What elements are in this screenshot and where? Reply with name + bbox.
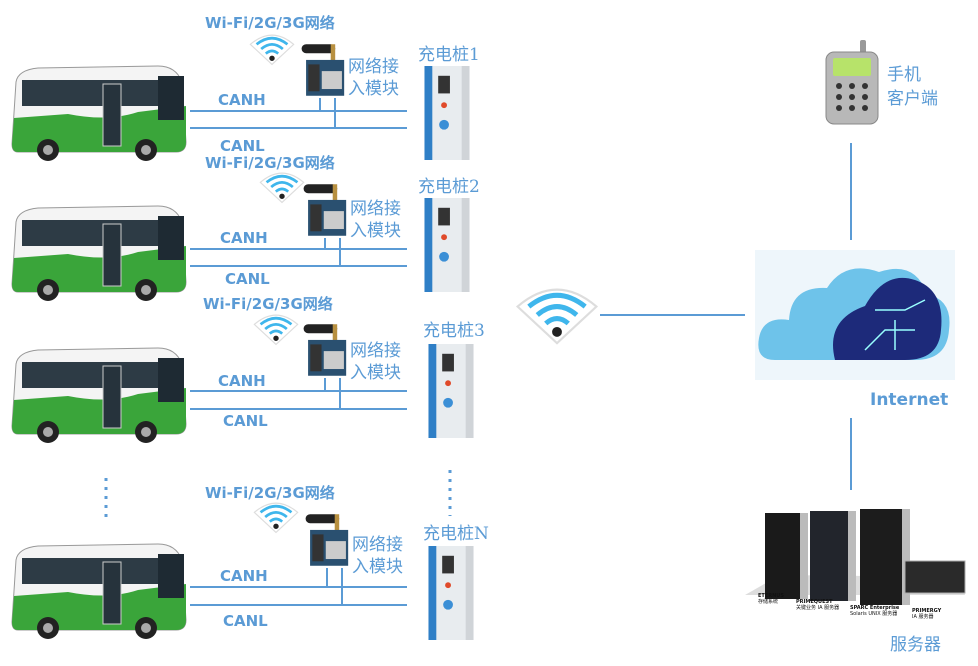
server-desc: IA 服务器 — [912, 614, 934, 620]
server-name: SPARC Enterprise — [850, 605, 900, 611]
server-desc: 关键业务 IA 服务器 — [796, 605, 840, 611]
canl-label: CANL — [225, 270, 270, 288]
server-desc: 存储系统 — [758, 599, 779, 605]
internet-label: Internet — [870, 390, 949, 410]
charger-label: 充电桩2 — [418, 177, 480, 197]
charger-label: 充电桩3 — [423, 321, 485, 341]
canl-label: CANL — [223, 412, 268, 430]
canh-label: CANH — [218, 91, 266, 109]
canl-label: CANL — [220, 137, 265, 155]
module-label-line2: 入模块 — [350, 221, 401, 241]
server-name: ETERNUS — [758, 593, 784, 599]
module-label-line2: 入模块 — [350, 363, 401, 383]
server-caption: SPARC Enterprise Solaris UNIX 服务器 — [850, 605, 899, 617]
module-label-line2: 入模块 — [348, 79, 399, 99]
network-label: Wi-Fi/2G/3G网络 — [205, 484, 335, 502]
canh-label: CANH — [218, 372, 266, 390]
server-caption: ETERNUS 存储系统 — [758, 593, 784, 605]
network-label: Wi-Fi/2G/3G网络 — [205, 154, 335, 172]
canl-label: CANL — [223, 612, 268, 630]
servers-image: ETERNUS 存储系统 PRIMEQUEST 关键业务 IA 服务器 SPAR… — [740, 495, 970, 635]
phone-label-line1: 手机 — [887, 65, 921, 85]
module-label-line1: 网络接 — [352, 535, 403, 555]
phone-label-line2: 客户端 — [887, 89, 938, 109]
module-label-line2: 入模块 — [352, 557, 403, 577]
module-label-line1: 网络接 — [350, 341, 401, 361]
charger-label: 充电桩N — [423, 524, 489, 544]
mobile-phone-icon — [825, 40, 879, 125]
server-caption: PRIMEQUEST 关键业务 IA 服务器 — [796, 599, 839, 611]
server-caption: PRIMERGY IA 服务器 — [912, 608, 941, 620]
server-name: PRIMEQUEST — [796, 599, 833, 605]
module-label-line1: 网络接 — [350, 199, 401, 219]
network-label: Wi-Fi/2G/3G网络 — [203, 295, 333, 313]
server-name: PRIMERGY — [912, 608, 942, 614]
canh-label: CANH — [220, 567, 268, 585]
module-label-line1: 网络接 — [348, 57, 399, 77]
cloud-icon — [755, 250, 955, 380]
server-label: 服务器 — [890, 635, 941, 655]
server-racks-graphic — [745, 509, 966, 605]
server-desc: Solaris UNIX 服务器 — [850, 611, 898, 617]
canh-label: CANH — [220, 229, 268, 247]
charger-label: 充电桩1 — [418, 45, 480, 65]
network-label: Wi-Fi/2G/3G网络 — [205, 14, 335, 32]
